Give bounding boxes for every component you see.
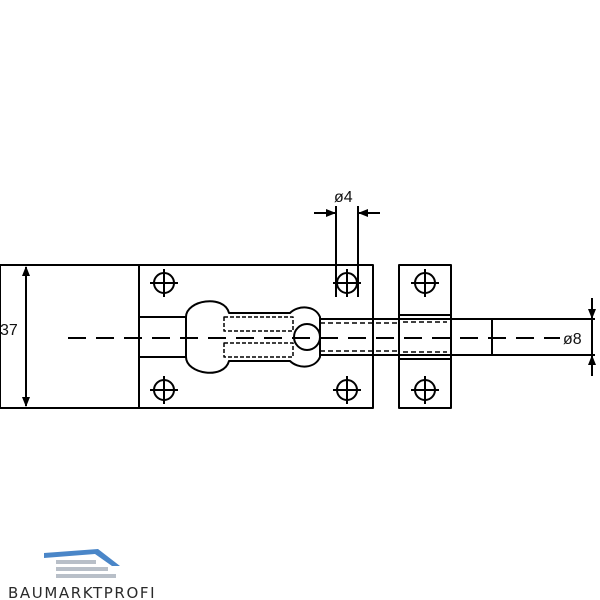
screw-hole-bottom-left [150,376,178,404]
logo-brand-text: BAUMARKTPROFI [8,584,156,600]
keeper-screw-hole-bottom [411,376,439,404]
keeper-screw-hole-top [411,269,439,297]
bolt-diameter-label: ø8 [563,331,582,348]
baumarktprofi-logo: BAUMARKTPROFI [8,549,156,600]
height-dimension-label: 37 [0,322,18,339]
back-plate-outline [0,264,140,409]
housing-plate [138,264,374,409]
logo-bar-3 [56,574,116,578]
logo-bar-2 [56,567,108,571]
bolt-knob [185,300,321,374]
screw-hole-top-left [150,269,178,297]
logo-roof-icon [44,549,120,566]
screw-hole-top-right [333,269,361,297]
keeper-sleeve [398,314,452,360]
logo-bar-1 [56,560,96,564]
screw-hole-bottom-right [333,376,361,404]
pin-diameter-label: ø4 [334,189,353,206]
knob-slot-bottom [223,342,294,358]
knob-slot-top [223,316,294,332]
